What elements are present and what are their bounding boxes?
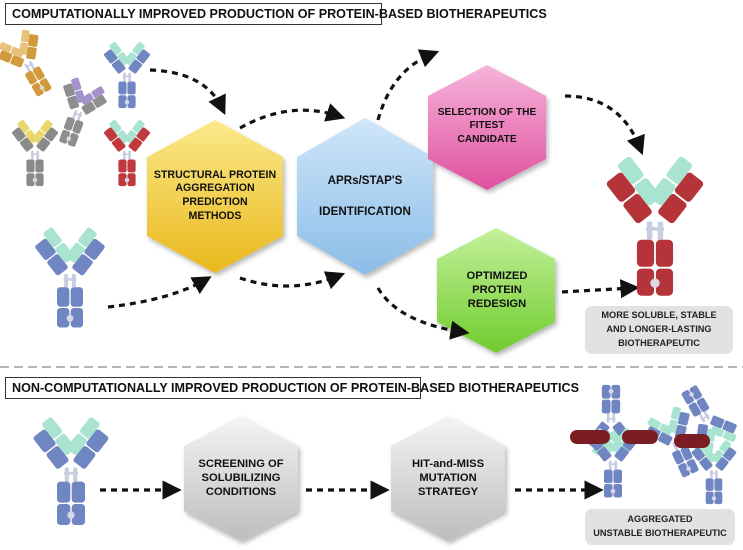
label-apr-identification: APRs/STAP'S IDENTIFICATION <box>302 155 428 237</box>
antibody-blue-teal <box>101 41 153 109</box>
arrow-cluster-to-prediction <box>149 68 226 115</box>
antibody-input-bottom <box>29 416 113 525</box>
arrow-prediction-to-identification <box>239 103 346 130</box>
label-line: SELECTION OF THE <box>437 107 537 119</box>
hexagon-apr-identification <box>297 118 433 275</box>
label-line: MUTATION <box>419 471 477 484</box>
label-line: STRATEGY <box>417 486 479 499</box>
label-line: OPTIMIZED <box>466 269 528 282</box>
antibody-cluster <box>0 22 153 187</box>
arrow-selection-to-result <box>564 94 645 156</box>
label-line: SCREENING OF <box>198 457 284 470</box>
arrow-prediction-to-identification-low <box>239 271 346 290</box>
hexagon-screening <box>184 416 298 541</box>
label-line: FITEST <box>469 120 505 132</box>
label-line: CONDITIONS <box>205 486 277 499</box>
hexagon-prediction-methods <box>147 120 283 273</box>
antibody-grey-yellow <box>9 119 61 187</box>
result-line: AND LONGER-LASTING <box>606 324 712 335</box>
hexagon-hit-and-miss <box>391 416 505 541</box>
antibody-grey-purple <box>42 72 114 154</box>
aggregated-antibodies <box>570 375 743 505</box>
label-line: PREDICTION <box>182 196 248 208</box>
result-improved: MORE SOLUBLE, STABLE AND LONGER-LASTING … <box>585 306 733 354</box>
label-redesign: OPTIMIZED PROTEIN REDESIGN <box>442 256 552 324</box>
result-line: MORE SOLUBLE, STABLE <box>601 310 717 321</box>
antibody-orange <box>0 22 67 106</box>
section-title-computational: COMPUTATIONALLY IMPROVED PRODUCTION OF P… <box>5 3 547 25</box>
antibody-input-top <box>31 226 109 328</box>
label-prediction-methods: STRUCTURAL PROTEIN AGGREGATION PREDICTIO… <box>152 155 278 237</box>
label-line: CANDIDATE <box>457 133 517 145</box>
label-line: REDESIGN <box>467 298 527 311</box>
label-line: APRs/STAP'S <box>327 173 403 187</box>
label-line: PROTEIN <box>472 283 522 296</box>
aggregate-bar <box>570 430 610 444</box>
aggregate-bar <box>674 434 710 448</box>
result-line: UNSTABLE BIOTHERAPEUTIC <box>593 528 727 538</box>
label-line: METHODS <box>188 209 242 222</box>
label-hit-and-miss: HIT-and-MISS MUTATION STRATEGY <box>395 445 501 511</box>
result-line: AGGREGATED <box>627 514 693 525</box>
label-line: IDENTIFICATION <box>319 205 411 218</box>
label-selection: SELECTION OF THE FITEST CANDIDATE <box>432 92 542 160</box>
arrow-antibody-to-prediction <box>107 276 212 309</box>
label-line: STRUCTURAL PROTEIN <box>153 168 277 181</box>
section-title-non-computational: NON-COMPUTATIONALLY IMPROVED PRODUCTION … <box>5 377 579 399</box>
result-line: BIOTHERAPEUTIC <box>618 337 700 348</box>
hexagon-selection <box>428 65 546 190</box>
label-line: AGGREGATION <box>175 182 255 195</box>
antibody-red-teal <box>101 119 153 187</box>
antibody-improved <box>600 155 710 296</box>
arrow-redesign-to-result <box>561 279 640 299</box>
label-line: HIT-and-MISS <box>411 457 485 470</box>
label-line: SOLUBILIZING <box>201 471 281 484</box>
aggregate-bar <box>622 430 658 444</box>
result-aggregated: AGGREGATED UNSTABLE BIOTHERAPEUTIC <box>585 509 735 545</box>
label-screening: SCREENING OF SOLUBILIZING CONDITIONS <box>188 445 294 511</box>
arrow-identification-to-selection <box>376 49 440 121</box>
